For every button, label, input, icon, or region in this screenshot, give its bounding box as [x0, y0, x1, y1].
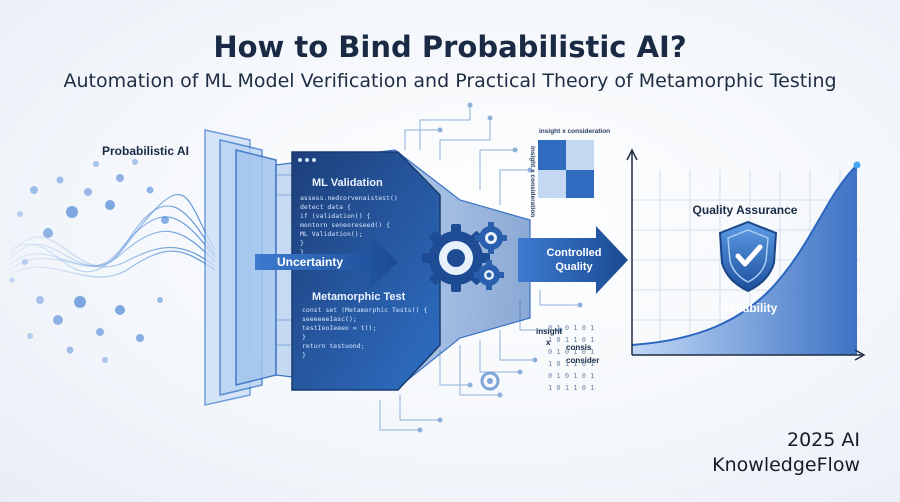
- binary-row: 0 1 0 1 0 1: [548, 372, 594, 380]
- code-line: montorn seneoreseed() {: [300, 221, 390, 229]
- uncertainty-label: Uncertainty: [277, 255, 343, 269]
- code-panel: ML Validation assess.nedcorvenaistest()d…: [291, 151, 441, 391]
- page-title: How to Bind Probabilistic AI?: [213, 30, 687, 64]
- shield-check-icon: [718, 220, 778, 293]
- metamorphic-test-label: Metamorphic Test: [312, 291, 406, 303]
- gear-icon: [422, 224, 490, 292]
- code-line: testIeoIeeeo = t();: [302, 324, 376, 332]
- credit-year: 2025 AI: [787, 429, 860, 451]
- page-subtitle: Automation of ML Model Verification and …: [63, 70, 837, 92]
- controlled-label: Controlled: [547, 247, 602, 259]
- code-line: assess.nedcorvenaistest(): [300, 194, 398, 202]
- insight-annotation: insight x consis consider: [536, 327, 599, 365]
- quality-assurance-label: Quality Assurance: [693, 203, 798, 217]
- code-line: }: [300, 239, 304, 247]
- code-block-bottom: const set (Metamorphic Tests() { seeeeee…: [302, 306, 427, 359]
- binary-row: 0 1 0 1 0 1: [548, 348, 594, 356]
- quality-chart: Quality Assurance Reliability: [626, 148, 866, 361]
- code-line: ML Validation();: [300, 230, 363, 238]
- credit-block: 2025 AI KnowledgeFlow: [712, 428, 860, 478]
- uncertainty-waves: [9, 193, 216, 278]
- small-gear-icon: [474, 222, 507, 290]
- probability-dot-cloud: [9, 159, 169, 363]
- insight-text: insight: [536, 327, 563, 336]
- code-block-top: assess.nedcorvenaistest()detect data { i…: [300, 194, 398, 256]
- code-line: }: [302, 333, 306, 341]
- code-line: const set (Metamorphic Tests() {: [302, 306, 427, 314]
- insight-matrix: insight x consideration insight x consid…: [529, 128, 610, 217]
- input-glass-panels: [204, 129, 277, 406]
- insight-x-text: x: [546, 338, 551, 347]
- matrix-top-label: insight x consideration: [539, 128, 610, 135]
- binary-row: 0 1 0 1 0 1: [548, 324, 594, 332]
- code-line: if (validation() {: [300, 212, 371, 220]
- code-line: return testuond;: [302, 342, 365, 350]
- circuit-nodes: [327, 102, 583, 433]
- binary-grid: 0 1 0 1 0 1 1 0 1 1 0 1 0 1 0 1 0 1 1 0 1 1…: [548, 324, 594, 392]
- matrix-side-label: insight x consideration: [529, 146, 536, 217]
- quality-label: Quality: [555, 261, 593, 273]
- code-line: }: [302, 351, 306, 359]
- controlled-quality-arrow: Controlled Quality: [518, 226, 628, 294]
- code-line: seeeeeeIasc();: [302, 315, 357, 323]
- credit-brand: KnowledgeFlow: [712, 454, 860, 476]
- peak-dot: [853, 161, 861, 169]
- ml-validation-label: ML Validation: [312, 177, 383, 189]
- probabilistic-ai-label: Probabilistic AI: [102, 144, 189, 158]
- code-line: }: [300, 248, 304, 256]
- reliability-area: [632, 165, 857, 355]
- consis-text: consis: [566, 343, 592, 352]
- uncertainty-arrow: Uncertainty: [255, 236, 398, 288]
- binary-row: 1 0 1 1 0 1: [548, 384, 594, 392]
- consider-text: consider: [566, 356, 599, 365]
- binary-row: 1 0 1 1 0 1: [548, 360, 594, 368]
- tiny-gear-icon: [480, 371, 500, 391]
- binary-row: 1 0 1 1 0 1: [548, 336, 594, 344]
- code-line: detect data {: [300, 203, 351, 211]
- reliability-label: Reliability: [721, 301, 778, 315]
